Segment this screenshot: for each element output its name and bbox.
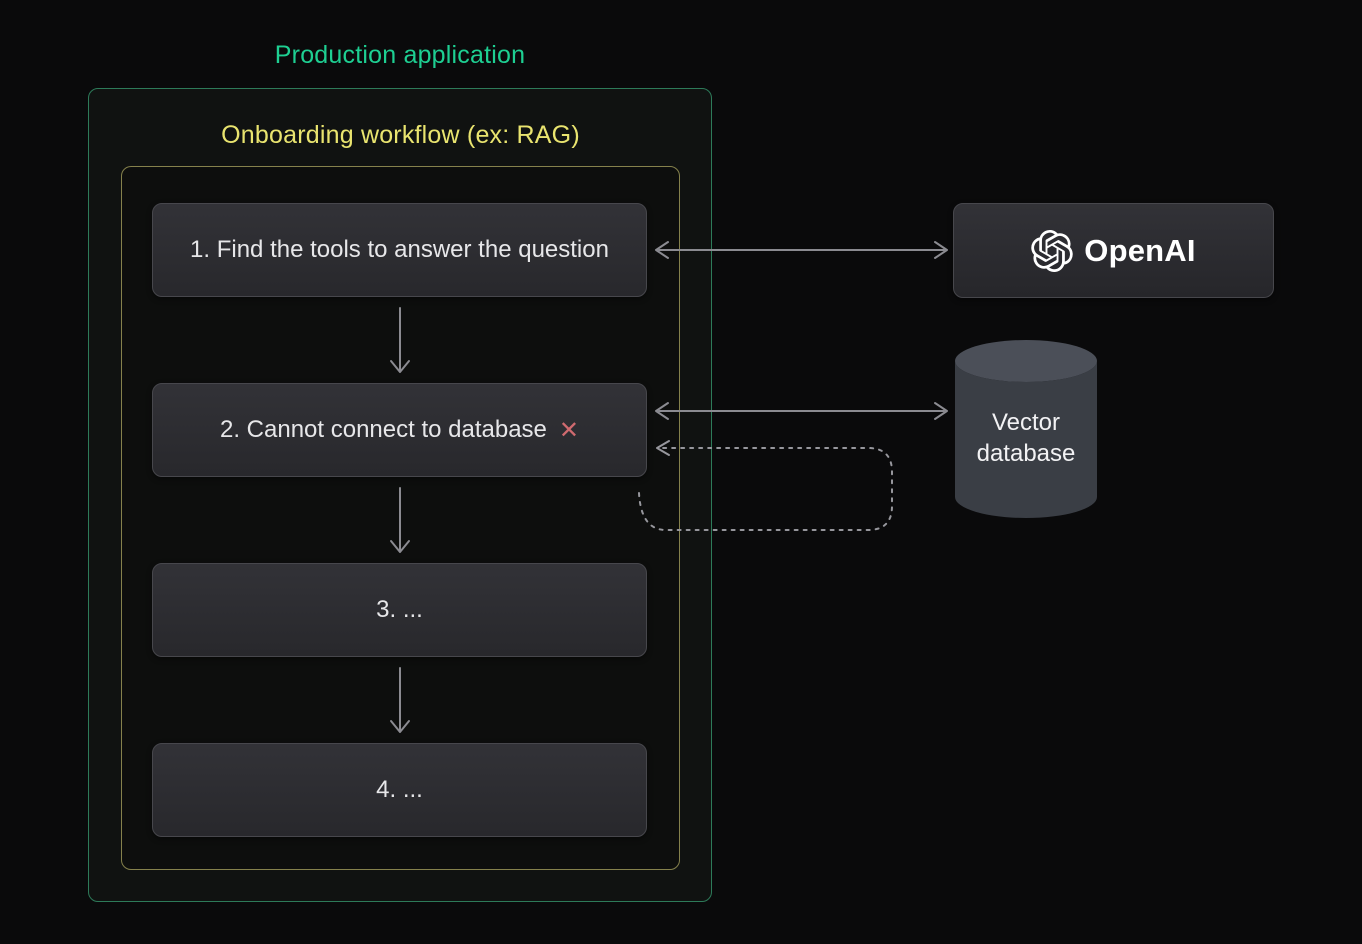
step-3-label: 3. ... — [376, 596, 423, 623]
step-1-label: 1. Find the tools to answer the question — [190, 236, 609, 263]
step-4-label: 4. ... — [376, 776, 423, 803]
vector-database-label: Vector database — [976, 409, 1076, 467]
openai-logo-icon — [1031, 229, 1073, 272]
step-4-node: 4. ... — [152, 743, 647, 837]
openai-label: OpenAI — [1084, 232, 1196, 268]
vector-database-cylinder-icon — [955, 340, 1097, 518]
openai-node: OpenAI — [953, 203, 1274, 298]
step-2-label: 2. Cannot connect to database — [219, 416, 547, 443]
production-application-title: Production application — [274, 41, 526, 69]
error-x-icon: ✕ — [558, 416, 579, 444]
step-2-node: 2. Cannot connect to database ✕ — [152, 383, 647, 477]
onboarding-workflow-title: Onboarding workflow (ex: RAG) — [221, 121, 580, 149]
step-3-node: 3. ... — [152, 563, 647, 657]
step-1-node: 1. Find the tools to answer the question — [152, 203, 647, 297]
